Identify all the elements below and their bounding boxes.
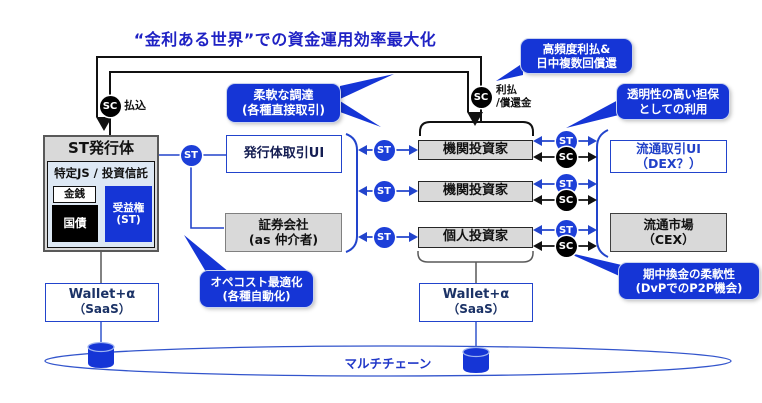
wallet-center-box: Wallet+α （SaaS） (419, 283, 533, 322)
chain-node-center (462, 346, 490, 373)
st-badge-mid-1: ST (373, 139, 395, 161)
cex-box: 流通市場 （CEX） (610, 213, 727, 252)
callout-high-frequency: 高頻度利払& 日中複数回償還 (521, 39, 632, 73)
cash-box: 金銭 (53, 186, 96, 203)
callout-tails (184, 63, 631, 279)
st-badge-issuer: ST (180, 144, 202, 166)
st-badge-right-1: ST (555, 130, 577, 152)
investor-box-3: 個人投資家 (418, 227, 533, 248)
issuer-ui-box: 発行体取引UI (226, 135, 342, 173)
sc-badge-right-3: SC (555, 235, 577, 257)
beneficiary-box: 受益権 (ST) (105, 186, 152, 242)
diagram-title: “金利ある世界”での資金運用効率最大化 (133, 30, 437, 49)
right-st-arrowheads (533, 136, 597, 235)
multichain-ellipse (44, 345, 732, 377)
st-badge-mid-2: ST (373, 180, 395, 202)
issuer-broker-elbow (190, 165, 224, 229)
investor-bottom-bracket (417, 251, 534, 263)
callout-op-cost: オペコスト最適化 (各種自動化) (200, 271, 313, 307)
st-badge-mid-3: ST (373, 226, 395, 248)
callout-collateral: 透明性の高い担保 としての利用 (617, 84, 729, 119)
trust-label: 特定JS / 投資信託 (54, 166, 148, 180)
sc-badge-right-2: SC (555, 189, 577, 211)
multichain-label: マルチチェーン (344, 356, 432, 371)
investor-box-2: 機関投資家 (418, 181, 533, 202)
investor-top-bracket (419, 121, 534, 136)
right-sc-arrowheads (533, 152, 597, 251)
sc-badge-right-1: SC (555, 146, 577, 168)
st-badge-right-2: ST (555, 173, 577, 195)
callout-flexible-funding: 柔軟な調達 (各種直接取引) (227, 84, 340, 122)
investor-box-1: 機関投資家 (418, 140, 533, 160)
jgb-box: 国債 (52, 205, 98, 242)
trust-box: 特定JS / 投資信託 金銭 国債 受益権 (ST) (47, 161, 155, 248)
sc-payment-arrowhead (96, 117, 112, 131)
chain-node-left (87, 341, 115, 368)
sc-interest-arrowhead (467, 112, 483, 126)
dex-box: 流通取引UI （DEX？） (610, 140, 727, 173)
sc-badge-payment: SC (99, 95, 121, 117)
wallet-left-box: Wallet+α （SaaS） (45, 283, 159, 322)
broker-box: 証券会社 (as 仲介者) (225, 213, 342, 252)
middle-bracket (345, 133, 358, 253)
mid-st-arrowheads (358, 145, 418, 242)
callout-liquidity: 期中換金の柔軟性 (DvPでのP2P機会) (619, 263, 759, 299)
payment-label: 払込 (124, 99, 146, 112)
secondary-bracket (596, 129, 609, 258)
sc-badge-interest: SC (470, 86, 492, 108)
interest-label: 利払 /償還金 (496, 84, 532, 109)
issuer-title: ST発行体 (67, 139, 135, 157)
st-badge-right-3: ST (555, 219, 577, 241)
